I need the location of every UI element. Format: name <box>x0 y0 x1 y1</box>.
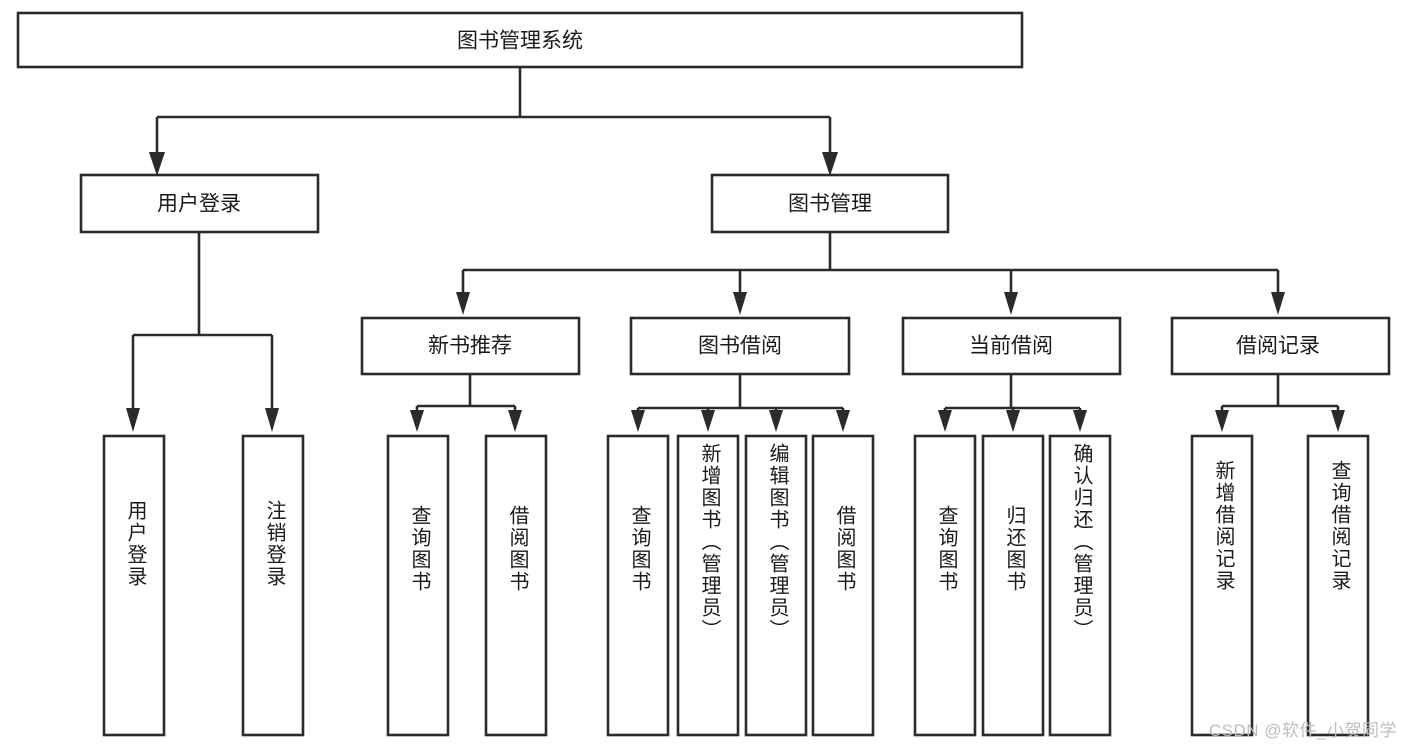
arrowhead-cb-leaf-1 <box>938 410 952 432</box>
connector-group-current-borrow <box>938 374 1087 432</box>
label-current-borrow: 当前借阅 <box>969 335 1053 358</box>
leaf-borrow-record-1[interactable] <box>1190 434 1254 737</box>
leaf-user-login-1[interactable] <box>102 434 166 737</box>
arrowhead-book-borrow <box>733 292 747 315</box>
arrowhead-leaf-logout <box>265 408 279 432</box>
node-book-borrow[interactable] <box>629 316 851 376</box>
arrowhead-nb-leaf-2 <box>508 410 522 432</box>
leaf-book-borrow-3[interactable] <box>744 434 808 737</box>
connector-group-new-book-recommend <box>410 374 522 432</box>
node-root[interactable] <box>16 11 1024 69</box>
arrowhead-br-leaf-1 <box>1215 410 1229 432</box>
label-book-management: 图书管理 <box>788 193 872 216</box>
arrowhead-leaf-user-login <box>126 408 140 432</box>
arrowhead-user-login <box>149 152 165 176</box>
connector-group-borrow-record <box>1215 374 1345 432</box>
leaf-new-book-2[interactable] <box>484 434 548 737</box>
leaf-user-login-2[interactable] <box>241 434 305 737</box>
arrowhead-cb-leaf-3 <box>1073 410 1087 432</box>
leaf-current-borrow-3[interactable] <box>1048 434 1112 737</box>
arrowhead-br-leaf-2 <box>1331 410 1345 432</box>
node-user-login[interactable] <box>79 173 320 234</box>
leaf-book-borrow-4[interactable] <box>811 434 875 737</box>
label-book-borrow: 图书借阅 <box>698 335 782 358</box>
node-book-management[interactable] <box>710 173 950 234</box>
leaf-book-borrow-2[interactable] <box>676 434 740 737</box>
node-current-borrow[interactable] <box>901 316 1122 376</box>
arrowhead-cb-leaf-2 <box>1006 410 1020 432</box>
leaf-new-book-1[interactable] <box>386 434 450 737</box>
label-root: 图书管理系统 <box>457 30 583 53</box>
arrowhead-bb-leaf-4 <box>836 410 850 432</box>
watermark-text: CSDN @软件_小贺同学 <box>1208 721 1397 740</box>
arrowhead-bb-leaf-3 <box>769 410 783 432</box>
leaf-book-borrow-1[interactable] <box>606 434 670 737</box>
arrowhead-current-borrow <box>1004 292 1018 315</box>
leaf-current-borrow-1[interactable] <box>913 434 977 737</box>
arrowhead-borrow-record <box>1271 292 1285 315</box>
horizontal-label-group: 图书管理系统 用户登录 图书管理 新书推荐 图书借阅 当前借阅 借阅记录 <box>157 30 1320 358</box>
label-new-book-recommend: 新书推荐 <box>428 335 512 358</box>
arrowhead-book-mgmt <box>822 152 838 176</box>
connector-group-book-borrow <box>631 374 850 432</box>
connector-group-user-login <box>126 232 279 432</box>
connector-group-root <box>149 67 838 176</box>
label-borrow-record: 借阅记录 <box>1236 335 1320 358</box>
arrowhead-nb-leaf-1 <box>410 410 424 432</box>
arrowhead-bb-leaf-1 <box>631 410 645 432</box>
leaf-current-borrow-2[interactable] <box>981 434 1045 737</box>
node-new-book-recommend[interactable] <box>360 316 581 376</box>
label-user-login: 用户登录 <box>157 193 241 216</box>
arrowhead-new-book-recommend <box>456 292 470 315</box>
arrowhead-bb-leaf-2 <box>701 410 715 432</box>
leaf-borrow-record-2[interactable] <box>1306 434 1370 737</box>
connector-group-book-mgmt <box>456 232 1285 315</box>
node-borrow-record[interactable] <box>1170 316 1391 376</box>
node-box-group <box>16 11 1391 737</box>
